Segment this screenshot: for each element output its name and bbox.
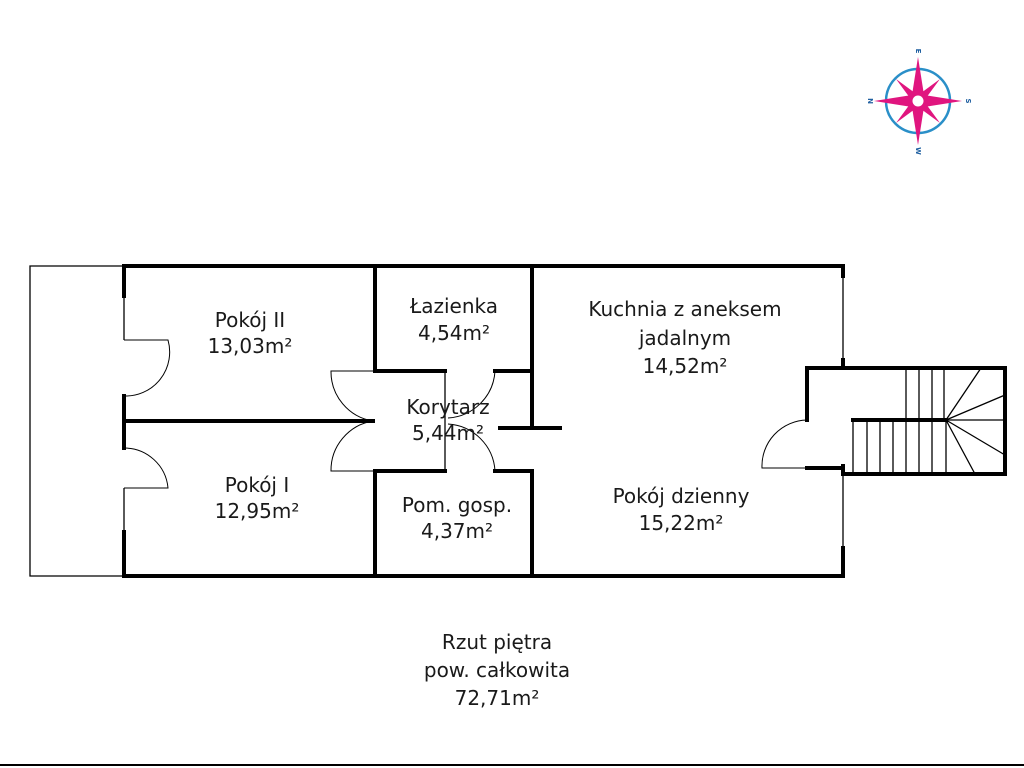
room-name: Korytarz: [406, 395, 489, 419]
room-area: 15,22m²: [639, 511, 724, 535]
room-name-line2: jadalnym: [638, 326, 731, 350]
room-name-line1: Kuchnia z aneksem: [588, 297, 781, 321]
door-pokoj-1: [123, 447, 169, 489]
room-name: Pokój II: [215, 308, 285, 332]
room-name: Pom. gosp.: [402, 493, 512, 517]
plan-total-label: pow. całkowita: [424, 658, 570, 682]
room-pokoj-2: Pokój II 13,03m²: [208, 308, 293, 358]
plan-total-area: 72,71m²: [455, 686, 540, 710]
room-area: 12,95m²: [215, 499, 300, 523]
room-lazienka: Łazienka 4,54m²: [409, 294, 498, 345]
room-area: 4,37m²: [421, 519, 493, 543]
plan-title: Rzut piętra: [442, 630, 552, 654]
door-pokoj-2: [123, 339, 171, 397]
room-pokoj-1: Pokój I 12,95m²: [215, 473, 300, 523]
compass-rose-icon: E S W N: [866, 49, 972, 156]
room-area: 4,54m²: [418, 321, 490, 345]
balcony: [29, 265, 124, 577]
compass-letter-left: N: [866, 98, 874, 104]
room-name: Łazienka: [409, 294, 498, 318]
door-staircase: [761, 419, 808, 469]
door-korytarz-lower: [330, 420, 375, 472]
room-name: Pokój dzienny: [613, 484, 750, 508]
door-pom-gosp: [447, 423, 496, 472]
interior-walls: [122, 264, 562, 578]
room-kuchnia: Kuchnia z aneksem jadalnym 14,52m²: [588, 297, 781, 378]
staircase: [805, 366, 1007, 476]
compass-letter-top: E: [914, 49, 922, 54]
plan-caption: Rzut piętra pow. całkowita 72,71m²: [424, 630, 570, 710]
room-name: Pokój I: [225, 473, 290, 497]
room-pokoj-dzienny: Pokój dzienny 15,22m²: [613, 484, 750, 535]
compass-letter-right: S: [964, 98, 972, 103]
compass-star: [874, 57, 962, 145]
room-area: 14,52m²: [643, 354, 728, 378]
door-lazienka: [447, 370, 496, 419]
compass-center: [912, 95, 924, 107]
room-pom-gosp: Pom. gosp. 4,37m²: [402, 493, 512, 543]
room-korytarz: Korytarz 5,44m²: [406, 395, 489, 445]
room-area: 13,03m²: [208, 334, 293, 358]
outer-walls: [122, 264, 845, 578]
room-area: 5,44m²: [412, 421, 484, 445]
compass-letter-bottom: W: [914, 147, 922, 155]
door-korytarz-upper: [330, 370, 375, 422]
doors: [123, 339, 808, 489]
